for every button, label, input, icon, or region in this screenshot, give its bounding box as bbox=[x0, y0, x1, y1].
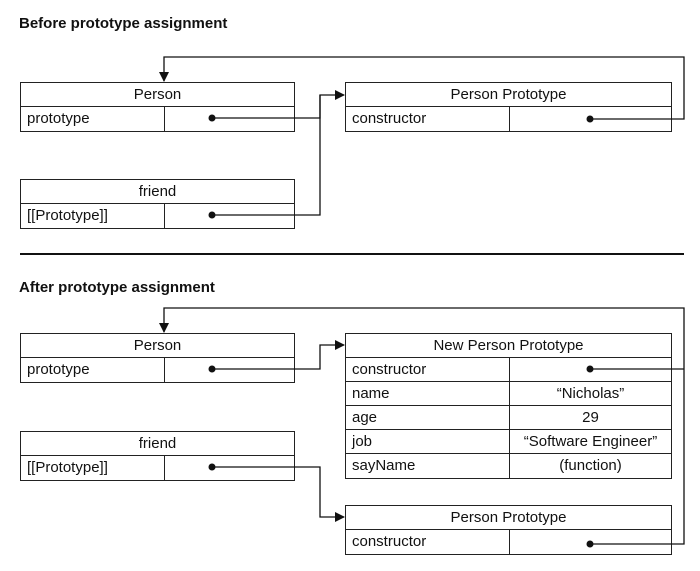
object-row: constructor bbox=[346, 107, 671, 131]
object-row: sayName (function) bbox=[346, 454, 671, 478]
row-value: 29 bbox=[582, 409, 599, 426]
before-friend-object: friend [[Prototype]] bbox=[20, 179, 295, 229]
row-key: [[Prototype]] bbox=[21, 456, 165, 480]
object-row: prototype bbox=[21, 107, 294, 131]
row-key: prototype bbox=[21, 107, 165, 131]
row-key: age bbox=[346, 406, 510, 429]
object-row: prototype bbox=[21, 358, 294, 382]
section-title-before: Before prototype assignment bbox=[19, 15, 228, 32]
object-row: [[Prototype]] bbox=[21, 456, 294, 480]
object-header: Person bbox=[21, 83, 294, 107]
object-row: constructor bbox=[346, 530, 671, 554]
row-value: “Nicholas” bbox=[556, 385, 625, 402]
after-friend-prototype-arrow bbox=[208, 463, 345, 522]
object-header: friend bbox=[21, 432, 294, 456]
before-person-prototype-arrow bbox=[208, 90, 345, 122]
before-person-prototype-object: Person Prototype constructor bbox=[345, 82, 672, 132]
section-title-after: After prototype assignment bbox=[19, 279, 215, 296]
after-constructor-arrow bbox=[159, 307, 685, 548]
row-key: prototype bbox=[21, 358, 165, 382]
before-person-object: Person prototype bbox=[20, 82, 295, 132]
object-row: constructor bbox=[346, 358, 671, 382]
after-new-person-prototype-object: New Person Prototype constructor name “N… bbox=[345, 333, 672, 479]
row-key: name bbox=[346, 382, 510, 405]
before-constructor-arrow bbox=[159, 56, 685, 123]
before-friend-prototype-arrow bbox=[208, 95, 321, 219]
object-header: Person Prototype bbox=[346, 506, 671, 530]
row-key: constructor bbox=[346, 107, 510, 131]
row-key: job bbox=[346, 430, 510, 453]
object-row: [[Prototype]] bbox=[21, 204, 294, 228]
object-row: job “Software Engineer” bbox=[346, 430, 671, 454]
after-person-prototype-arrow bbox=[208, 340, 345, 373]
object-header: Person Prototype bbox=[346, 83, 671, 107]
row-key: [[Prototype]] bbox=[21, 204, 165, 228]
row-key: constructor bbox=[346, 358, 510, 381]
row-key: sayName bbox=[346, 454, 510, 478]
object-row: age 29 bbox=[346, 406, 671, 430]
after-person-prototype-object: Person Prototype constructor bbox=[345, 505, 672, 555]
row-value: (function) bbox=[559, 457, 622, 474]
after-friend-object: friend [[Prototype]] bbox=[20, 431, 295, 481]
object-row: name “Nicholas” bbox=[346, 382, 671, 406]
object-header: New Person Prototype bbox=[346, 334, 671, 358]
after-person-object: Person prototype bbox=[20, 333, 295, 383]
object-header: friend bbox=[21, 180, 294, 204]
row-key: constructor bbox=[346, 530, 510, 554]
row-value: “Software Engineer” bbox=[523, 433, 658, 450]
object-header: Person bbox=[21, 334, 294, 358]
